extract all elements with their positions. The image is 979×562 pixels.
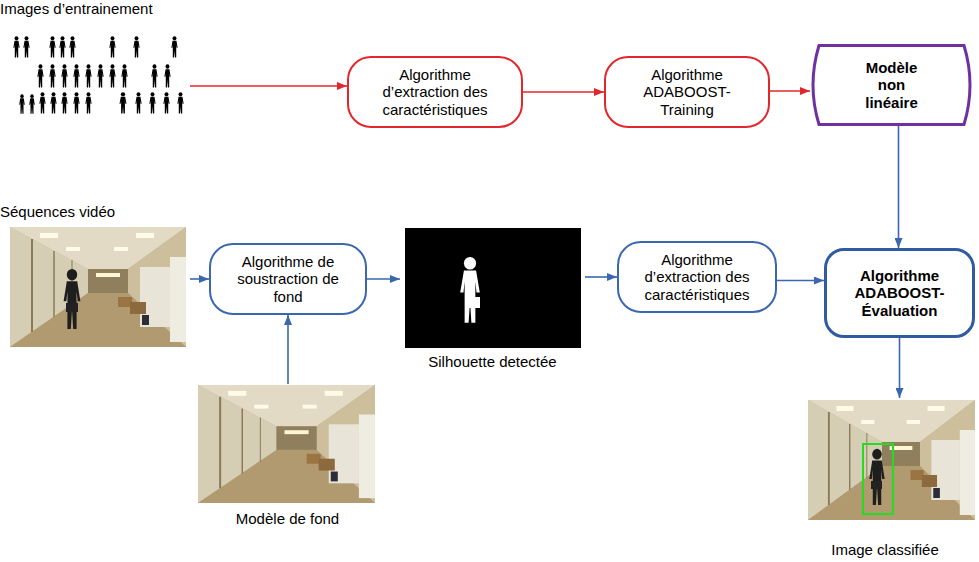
silhouette-figure — [61, 64, 67, 87]
flow-arrow — [367, 278, 400, 280]
silhouette-figure — [120, 92, 127, 113]
silhouette-figure — [133, 36, 139, 57]
image-caption: Séquences vidéo — [0, 203, 115, 220]
silhouette-figure — [23, 36, 29, 57]
silhouette-figure — [109, 64, 115, 87]
process-box: Algorithme de soustraction de fond — [209, 243, 367, 315]
silhouette-figure — [97, 64, 103, 87]
silhouette-figure — [171, 36, 177, 57]
silhouette-figure — [73, 64, 79, 87]
flow-arrow — [190, 278, 209, 280]
silhouette-figure — [61, 92, 67, 113]
box-label: Modèle non linéaire — [852, 59, 932, 111]
silhouette-figure — [19, 94, 25, 113]
silhouette-figure — [39, 92, 45, 113]
walking-person — [869, 449, 884, 505]
flow-arrow — [585, 276, 617, 278]
video-frame — [10, 227, 186, 347]
flow-arrow — [287, 315, 289, 384]
white-silhouette — [460, 257, 480, 323]
walking-person — [64, 269, 81, 329]
image-caption: Image classifiée — [831, 541, 939, 558]
training-silhouettes — [13, 36, 183, 113]
briefcase — [66, 303, 78, 312]
silhouette-figure — [85, 92, 91, 113]
silhouette-figure — [49, 64, 55, 87]
briefcase — [871, 481, 882, 489]
silhouette-figure — [85, 64, 91, 87]
flow-arrow — [770, 90, 810, 92]
silhouette-figure — [59, 36, 65, 57]
silhouette-figure — [177, 92, 183, 113]
flow-arrow — [190, 85, 347, 87]
silhouette-figure — [149, 92, 155, 113]
process-box: Algorithme d’extraction des caractéristi… — [617, 241, 777, 313]
silhouette-figure — [135, 92, 141, 113]
silhouette-figure — [151, 64, 157, 87]
detection-box — [863, 444, 893, 514]
briefcase — [466, 297, 480, 308]
flow-arrow — [523, 91, 604, 93]
silhouette-mask — [405, 228, 581, 348]
silhouette-figure — [49, 36, 55, 57]
flow-arrow — [899, 338, 901, 398]
classified-frame — [808, 400, 975, 520]
box-label: Algorithme d’extraction des caractéristi… — [632, 251, 762, 303]
corridor-photo — [10, 227, 186, 347]
flow-arrow — [898, 126, 900, 248]
image-caption: Silhouette detectée — [428, 353, 556, 370]
image-panel: Images d’entrainement — [0, 0, 190, 116]
flow-arrow — [777, 280, 824, 282]
silhouette-figure — [29, 94, 35, 113]
image-caption: Modèle de fond — [236, 510, 339, 527]
image-caption: Images d’entrainement — [0, 0, 153, 17]
process-box: Algorithme ADABOOST-Training — [604, 56, 770, 128]
silhouette-figure — [73, 92, 79, 113]
box-label: Algorithme d’extraction des caractéristi… — [370, 66, 500, 118]
background-model-frame — [198, 385, 375, 503]
document-outline-path — [813, 46, 970, 125]
image-panel: Séquences vidéo — [0, 203, 190, 350]
silhouette-figure — [163, 92, 169, 113]
model-document: Modèle non linéaire — [810, 44, 973, 126]
corridor-photo — [808, 400, 975, 520]
corridor-photo — [198, 385, 375, 503]
silhouette-figure — [37, 64, 43, 87]
box-label: Algorithme ADABOOST-Training — [622, 66, 752, 118]
mask-ground — [405, 228, 581, 348]
image-panel: Image classifiée — [795, 398, 975, 558]
silhouette-figure — [50, 92, 56, 113]
image-panel: Silhouette detectée — [400, 228, 585, 370]
silhouette-figure — [121, 64, 127, 87]
silhouette-figure — [109, 36, 115, 57]
box-label: Algorithme ADABOOST-Évaluation — [835, 267, 964, 319]
image-panel: Modèle de fond — [195, 384, 380, 527]
process-box: Algorithme d’extraction des caractéristi… — [347, 56, 523, 128]
classifier-box: Algorithme ADABOOST-Évaluation — [824, 248, 975, 338]
silhouette-figure — [164, 64, 170, 87]
box-label: Algorithme de soustraction de fond — [223, 253, 353, 305]
silhouette-figure — [69, 36, 75, 57]
silhouette-figure — [13, 36, 19, 57]
